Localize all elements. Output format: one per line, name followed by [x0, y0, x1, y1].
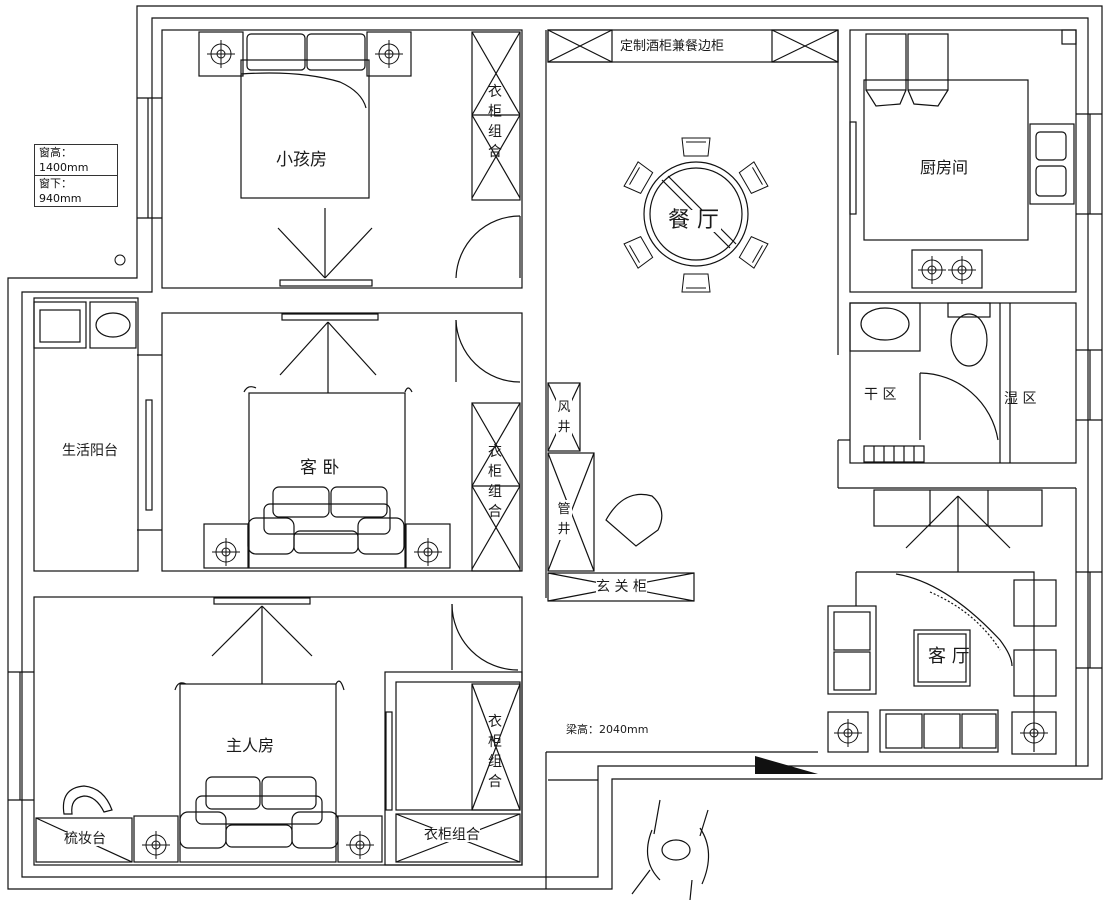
wardrobe-label-bottom: 衣柜组合 [424, 827, 480, 843]
shaft [547, 382, 581, 452]
room-label-balcony: 生活阳台 [62, 443, 118, 459]
bathroom-wall [849, 302, 1077, 464]
entry-cabinet [547, 572, 695, 602]
window-sill-note: 窗下：940mm [35, 175, 117, 206]
coffee-table [913, 629, 971, 687]
dining-table [643, 161, 749, 267]
wardrobe-label-master: 衣柜组合 [488, 714, 502, 790]
pipe-shaft-label: 管井 [556, 500, 572, 540]
person-figure [631, 799, 710, 901]
outer-wall [7, 5, 1103, 890]
sofa-left [827, 605, 877, 695]
room-label-dining: 餐 厅 [666, 208, 721, 233]
kids-room-wall [161, 29, 523, 289]
master-bed [179, 683, 337, 863]
window-note: 窗高：1400mm 窗下：940mm [34, 144, 118, 207]
sofa-bottom [879, 709, 999, 753]
guest-room-wall [161, 312, 523, 572]
dresser-label: 梳妆台 [64, 831, 106, 847]
dresser [35, 817, 133, 863]
room-label-kitchen: 厨房间 [920, 158, 969, 177]
room-label-wet-zone: 湿 区 [1004, 391, 1037, 407]
entry-cabinet-label: 玄 关 柜 [596, 579, 647, 595]
room-label-kids: 小孩房 [276, 150, 327, 170]
pipe-shaft [547, 452, 595, 572]
room-label-living: 客 厅 [928, 646, 970, 667]
wine-cabinet-label: 定制酒柜兼餐边柜 [620, 39, 725, 54]
room-label-dry-zone: 干 区 [864, 387, 897, 403]
window-height-note: 窗高：1400mm [39, 146, 89, 174]
inner-outer-wall [21, 17, 1089, 878]
balcony-wall [33, 297, 139, 572]
master-closet [384, 671, 523, 866]
room-label-guest: 客 卧 [300, 458, 340, 478]
shaft-label: 风井 [556, 398, 572, 438]
wardrobe-label-guest: 衣柜组合 [488, 444, 502, 520]
wardrobe-label-kids: 衣柜组合 [488, 84, 502, 160]
beam-height-note: 梁高：2040mm [566, 723, 649, 736]
kids-bed [240, 59, 370, 199]
room-label-master: 主人房 [226, 736, 275, 755]
guest-bed [248, 392, 406, 569]
